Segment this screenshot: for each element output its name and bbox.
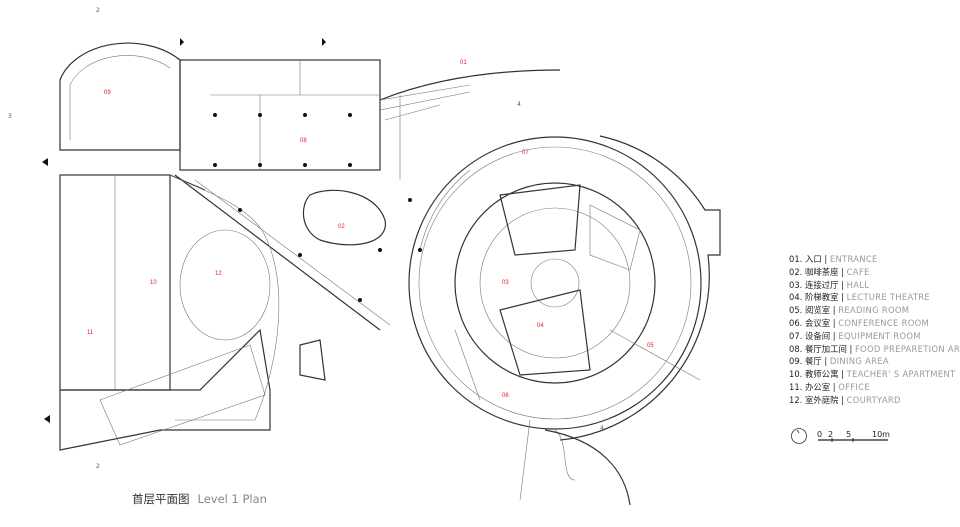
legend-sep: |: [832, 330, 836, 341]
legend-item: 05. 阅览室 | READING ROOM: [789, 304, 960, 317]
legend-en: OFFICE: [838, 381, 870, 392]
scale-tick: 10m: [872, 430, 890, 439]
cafe-island: [302, 189, 386, 246]
legend-sep: |: [832, 305, 836, 316]
legend-item: 11. 办公室 | OFFICE: [789, 381, 960, 394]
section-mark-2-bottom: 2: [96, 463, 100, 470]
legend-sep: |: [841, 279, 844, 290]
room-label-01: 01: [460, 60, 467, 66]
scale-tick: 0: [817, 430, 823, 439]
columns: [213, 113, 422, 302]
room-label-03: 03: [502, 280, 509, 286]
legend-sep: |: [824, 254, 828, 264]
room-label-11: 11: [87, 330, 94, 336]
legend-zh: 03. 连接过厅: [789, 279, 839, 290]
legend-zh: 09. 餐厅: [789, 356, 822, 367]
legend-item: 03. 连接过厅 | HALL: [789, 279, 960, 292]
drawing-title: 首层平面图 Level 1 Plan: [132, 491, 267, 507]
section-mark-3: 3: [8, 113, 12, 120]
legend-item: 12. 室外庭院 | COURTYARD: [789, 394, 960, 407]
courtyard-lawn: [179, 229, 271, 341]
legend-sep: |: [824, 356, 828, 367]
room-label-08: 08: [300, 138, 307, 144]
section-mark-2: 2: [96, 7, 100, 14]
entrance-steps: [379, 84, 471, 121]
legend-en: CAFE: [846, 266, 870, 277]
apartment-wing: [59, 174, 271, 451]
legend-zh: 01. 入口: [789, 254, 822, 264]
entrance-canopy: [379, 69, 561, 101]
legend-item: 09. 餐厅 | DINING AREA: [789, 355, 960, 368]
room-label-07: 07: [522, 150, 529, 156]
scale-bar: 0 2 5 10m: [790, 425, 910, 449]
room-label-09: 09: [104, 90, 111, 96]
legend-zh: 07. 设备间: [789, 330, 831, 341]
section-mark-4-bottom: 4: [600, 425, 604, 432]
legend-en: COURTYARD: [846, 394, 901, 405]
legend-en: LECTURE THEATRE: [846, 292, 930, 303]
legend-en: DINING AREA: [829, 356, 889, 367]
room-label-05: 05: [647, 343, 654, 349]
legend-en: READING ROOM: [838, 305, 910, 316]
dining-hall: [59, 42, 381, 171]
diagonal-wall: [174, 174, 381, 331]
legend-sep: |: [841, 292, 844, 303]
legend-item: 06. 会议室 | CONFERENCE ROOM: [789, 317, 960, 330]
legend-sep: |: [841, 369, 844, 380]
legend-zh: 04. 阶梯教室: [789, 292, 839, 303]
legend-zh: 11. 办公室: [789, 381, 831, 392]
title-en: Level 1 Plan: [197, 492, 267, 506]
legend-en: TEACHER’ S APARTMENT: [846, 369, 956, 380]
legend-sep: |: [841, 394, 844, 405]
legend-zh: 12. 室外庭院: [789, 394, 839, 405]
legend-item: 10. 教师公寓 | TEACHER’ S APARTMENT: [789, 368, 960, 381]
legend-zh: 06. 会议室: [789, 317, 831, 328]
room-label-10: 10: [150, 280, 157, 286]
room-label-02: 02: [338, 224, 345, 230]
legend-sep: |: [832, 317, 836, 328]
room-label-04: 04: [537, 323, 544, 329]
legend-zh: 05. 阅览室: [789, 305, 831, 316]
section-mark-4: 4: [517, 101, 521, 108]
legend-item: 07. 设备间 | EQUIPMENT ROOM: [789, 330, 960, 343]
room-labels: 01 02 03 04 05 06 07 08 09 10 11 12: [87, 60, 654, 399]
legend-item: 01. 入口 | ENTRANCE: [789, 253, 960, 266]
legend-item: 04. 阶梯教室 | LECTURE THEATRE: [789, 291, 960, 304]
legend-en: FOOD PREPARETION AREA: [855, 343, 960, 354]
legend-sep: |: [849, 343, 853, 354]
title-zh: 首层平面图: [132, 492, 190, 506]
legend-en: ENTRANCE: [829, 254, 878, 264]
circular-building: [408, 135, 721, 506]
legend-zh: 10. 教师公寓: [789, 369, 839, 380]
legend-item: 08. 餐厅加工间 | FOOD PREPARETION AREA: [789, 343, 960, 356]
legend-zh: 02. 咖啡茶座: [789, 266, 839, 277]
scale-tick: 5: [846, 430, 852, 439]
legend-sep: |: [841, 266, 844, 277]
scale-tick: 2: [828, 430, 834, 439]
room-label-12: 12: [215, 271, 222, 277]
legend-zh: 08. 餐厅加工间: [789, 343, 847, 354]
room-legend: 01. 入口 | ENTRANCE 02. 咖啡茶座 | CAFE 03. 连接…: [789, 253, 960, 407]
legend-en: HALL: [846, 279, 870, 290]
legend-item: 02. 咖啡茶座 | CAFE: [789, 266, 960, 279]
legend-sep: |: [832, 381, 836, 392]
legend-en: CONFERENCE ROOM: [838, 317, 930, 328]
north-arrow-icon: [791, 428, 888, 444]
room-label-06: 06: [502, 393, 509, 399]
legend-en: EQUIPMENT ROOM: [838, 330, 921, 341]
